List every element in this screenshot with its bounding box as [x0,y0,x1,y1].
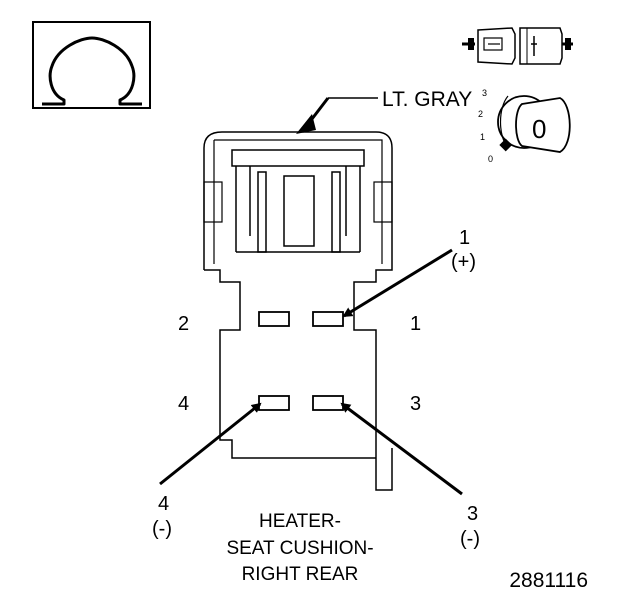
key-pos-2: 2 [478,109,483,119]
key-pos-1: 1 [480,132,485,142]
figure-id: 2881116 [509,569,588,592]
key-pos-0: 0 [488,154,493,164]
cavity-4 [258,395,290,411]
cavity-label-1: 1 [410,313,421,335]
cavity-label-4: 4 [178,393,189,415]
connector-view-icon [462,27,573,65]
cavities [258,311,344,411]
ignition-key-icon: 3 2 1 0 0 [478,88,571,164]
caption-line-1: HEATER- [259,511,341,532]
caption-line-3: RIGHT REAR [242,564,359,585]
callout-1-number: 1 [459,227,470,249]
key-label: 0 [532,114,546,144]
key-pos-3: 3 [482,88,487,98]
cavity-2 [258,311,290,327]
callout-3-number: 3 [467,503,478,525]
cavity-1 [312,311,344,327]
callout-4-polarity: (-) [152,518,172,540]
probe-arrow-4 [159,402,262,486]
probe-arrow-1 [342,248,453,318]
wire-color-label: LT. GRAY [382,88,472,111]
callout-3-polarity: (-) [460,528,480,550]
cavity-label-2: 2 [178,313,189,335]
callout-4-number: 4 [158,493,169,515]
cavity-label-3: 3 [410,393,421,415]
cavity-3 [312,395,344,411]
callout-1-polarity: (+) [451,251,476,273]
connector-body [203,131,393,491]
ohmmeter-box: Ω [32,21,151,109]
omega-icon [42,36,142,106]
caption-line-2: SEAT CUSHION- [226,538,373,559]
probe-arrow-3 [340,402,463,496]
